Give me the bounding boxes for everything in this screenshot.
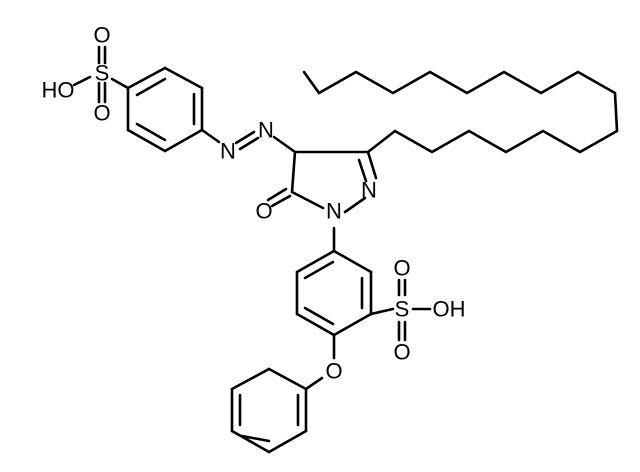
- atom-o-sulfonyl-top-2: O: [93, 101, 110, 126]
- bond: [369, 307, 395, 316]
- bond: [270, 194, 292, 208]
- bond: [126, 66, 167, 90]
- bond: [302, 70, 619, 154]
- bond: [290, 150, 297, 194]
- atom-sulfur-top: S: [95, 61, 110, 86]
- bond: [238, 136, 260, 151]
- bond: [332, 312, 373, 337]
- atom-hydroxyl-top: HO: [42, 78, 75, 103]
- atom-pyrazole-n: N: [361, 178, 377, 203]
- atom-label-layer: O HO S O N N N O N O S OH O O: [42, 23, 466, 384]
- bond: [304, 376, 324, 391]
- bond: [303, 260, 335, 280]
- atom-o-sulfonyl-top-1: O: [93, 23, 110, 48]
- bond: [135, 122, 167, 142]
- bond: [126, 128, 167, 153]
- bond-layer: [72, 45, 619, 454]
- atom-hydroxyl-right: OH: [433, 297, 466, 322]
- bond: [135, 77, 167, 97]
- bond: [230, 367, 271, 391]
- atom-o-sulfonyl-right-2: O: [393, 340, 410, 365]
- atom-sulfur-right: S: [395, 297, 410, 322]
- atom-azo-n1: N: [258, 118, 274, 143]
- bond: [332, 249, 373, 274]
- bond: [366, 150, 378, 180]
- bond: [267, 367, 308, 391]
- bond: [343, 196, 367, 214]
- atom-azo-n2: N: [220, 139, 236, 164]
- bond: [272, 135, 297, 154]
- bond: [267, 429, 308, 454]
- bond: [357, 158, 368, 183]
- atom-carbonyl-o: O: [255, 199, 272, 224]
- atom-o-sulfonyl-right-1: O: [393, 256, 410, 281]
- bond: [163, 128, 204, 153]
- bond: [266, 187, 288, 202]
- bond: [240, 434, 271, 443]
- bond: [72, 75, 92, 87]
- atom-pyrazole-n1: N: [326, 199, 342, 224]
- bond: [234, 130, 256, 145]
- bond: [290, 190, 325, 210]
- atom-ether-o: O: [325, 359, 342, 384]
- bond: [295, 249, 336, 274]
- bond: [110, 77, 130, 90]
- bond: [303, 306, 335, 326]
- bond: [200, 128, 221, 144]
- bond: [163, 66, 204, 90]
- bond: [230, 429, 271, 454]
- bond: [295, 312, 336, 337]
